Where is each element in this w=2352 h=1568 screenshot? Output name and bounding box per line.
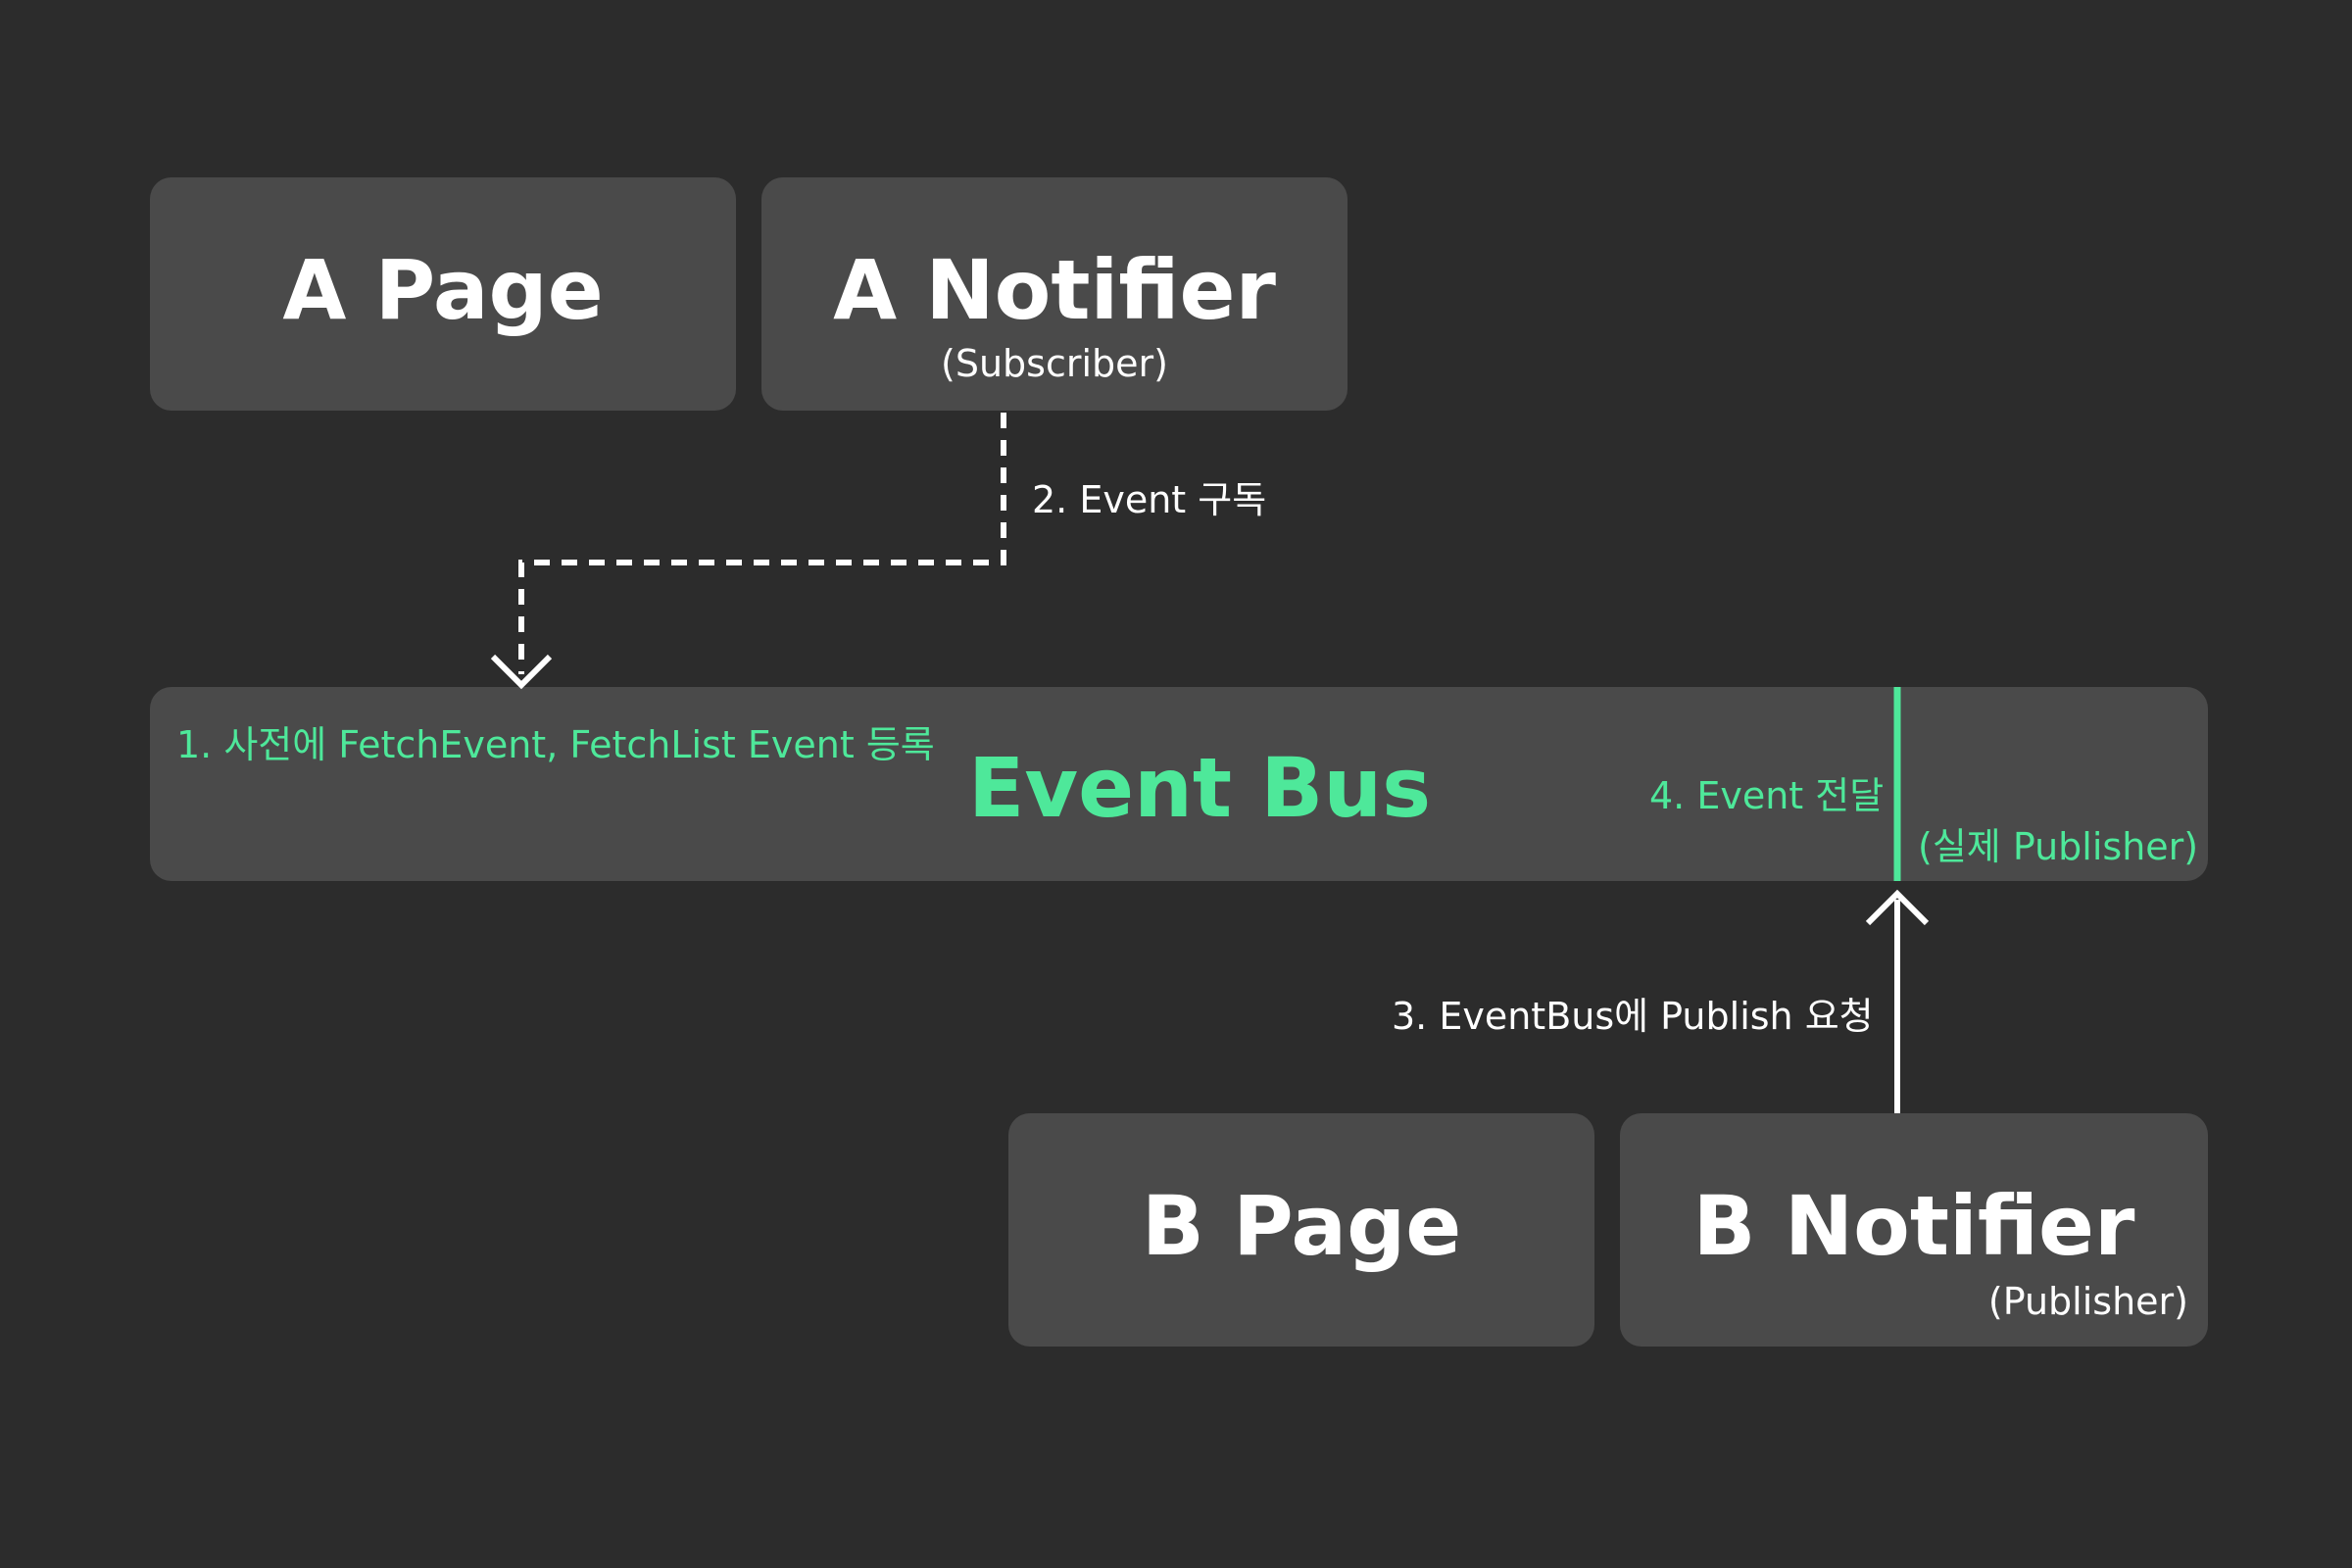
a-page-title: A Page: [282, 242, 604, 338]
b-page-title: B Page: [1141, 1178, 1462, 1274]
event-bus-real-publisher-label: (실제 Publisher): [1918, 825, 2199, 868]
b-notifier-title: B Notifier: [1692, 1178, 2135, 1274]
event-bus-step4-label: 4. Event 전달: [1649, 774, 1885, 817]
publish-step-label: 3. EventBus에 Publish 요청: [1392, 995, 1874, 1038]
b-notifier-box: B Notifier (Publisher): [1620, 1113, 2208, 1347]
event-bus-title: Event Bus: [968, 740, 1432, 836]
publish-arrowhead: [1865, 889, 1930, 926]
event-bus-box: 1. 사전에 FetchEvent, FetchList Event 등록 Ev…: [150, 687, 2208, 881]
a-page-box: A Page: [150, 177, 736, 411]
a-notifier-title: A Notifier: [833, 242, 1276, 338]
subscribe-step-label: 2. Event 구독: [1032, 478, 1267, 521]
a-notifier-role: (Subscriber): [941, 342, 1168, 385]
subscribe-dashed-connector: [518, 413, 1006, 674]
event-bus-step1-label: 1. 사전에 FetchEvent, FetchList Event 등록: [176, 723, 935, 766]
a-notifier-box: A Notifier (Subscriber): [761, 177, 1348, 411]
b-page-box: B Page: [1008, 1113, 1594, 1347]
subscribe-arrowhead: [490, 654, 553, 690]
b-notifier-role: (Publisher): [1987, 1280, 2188, 1323]
